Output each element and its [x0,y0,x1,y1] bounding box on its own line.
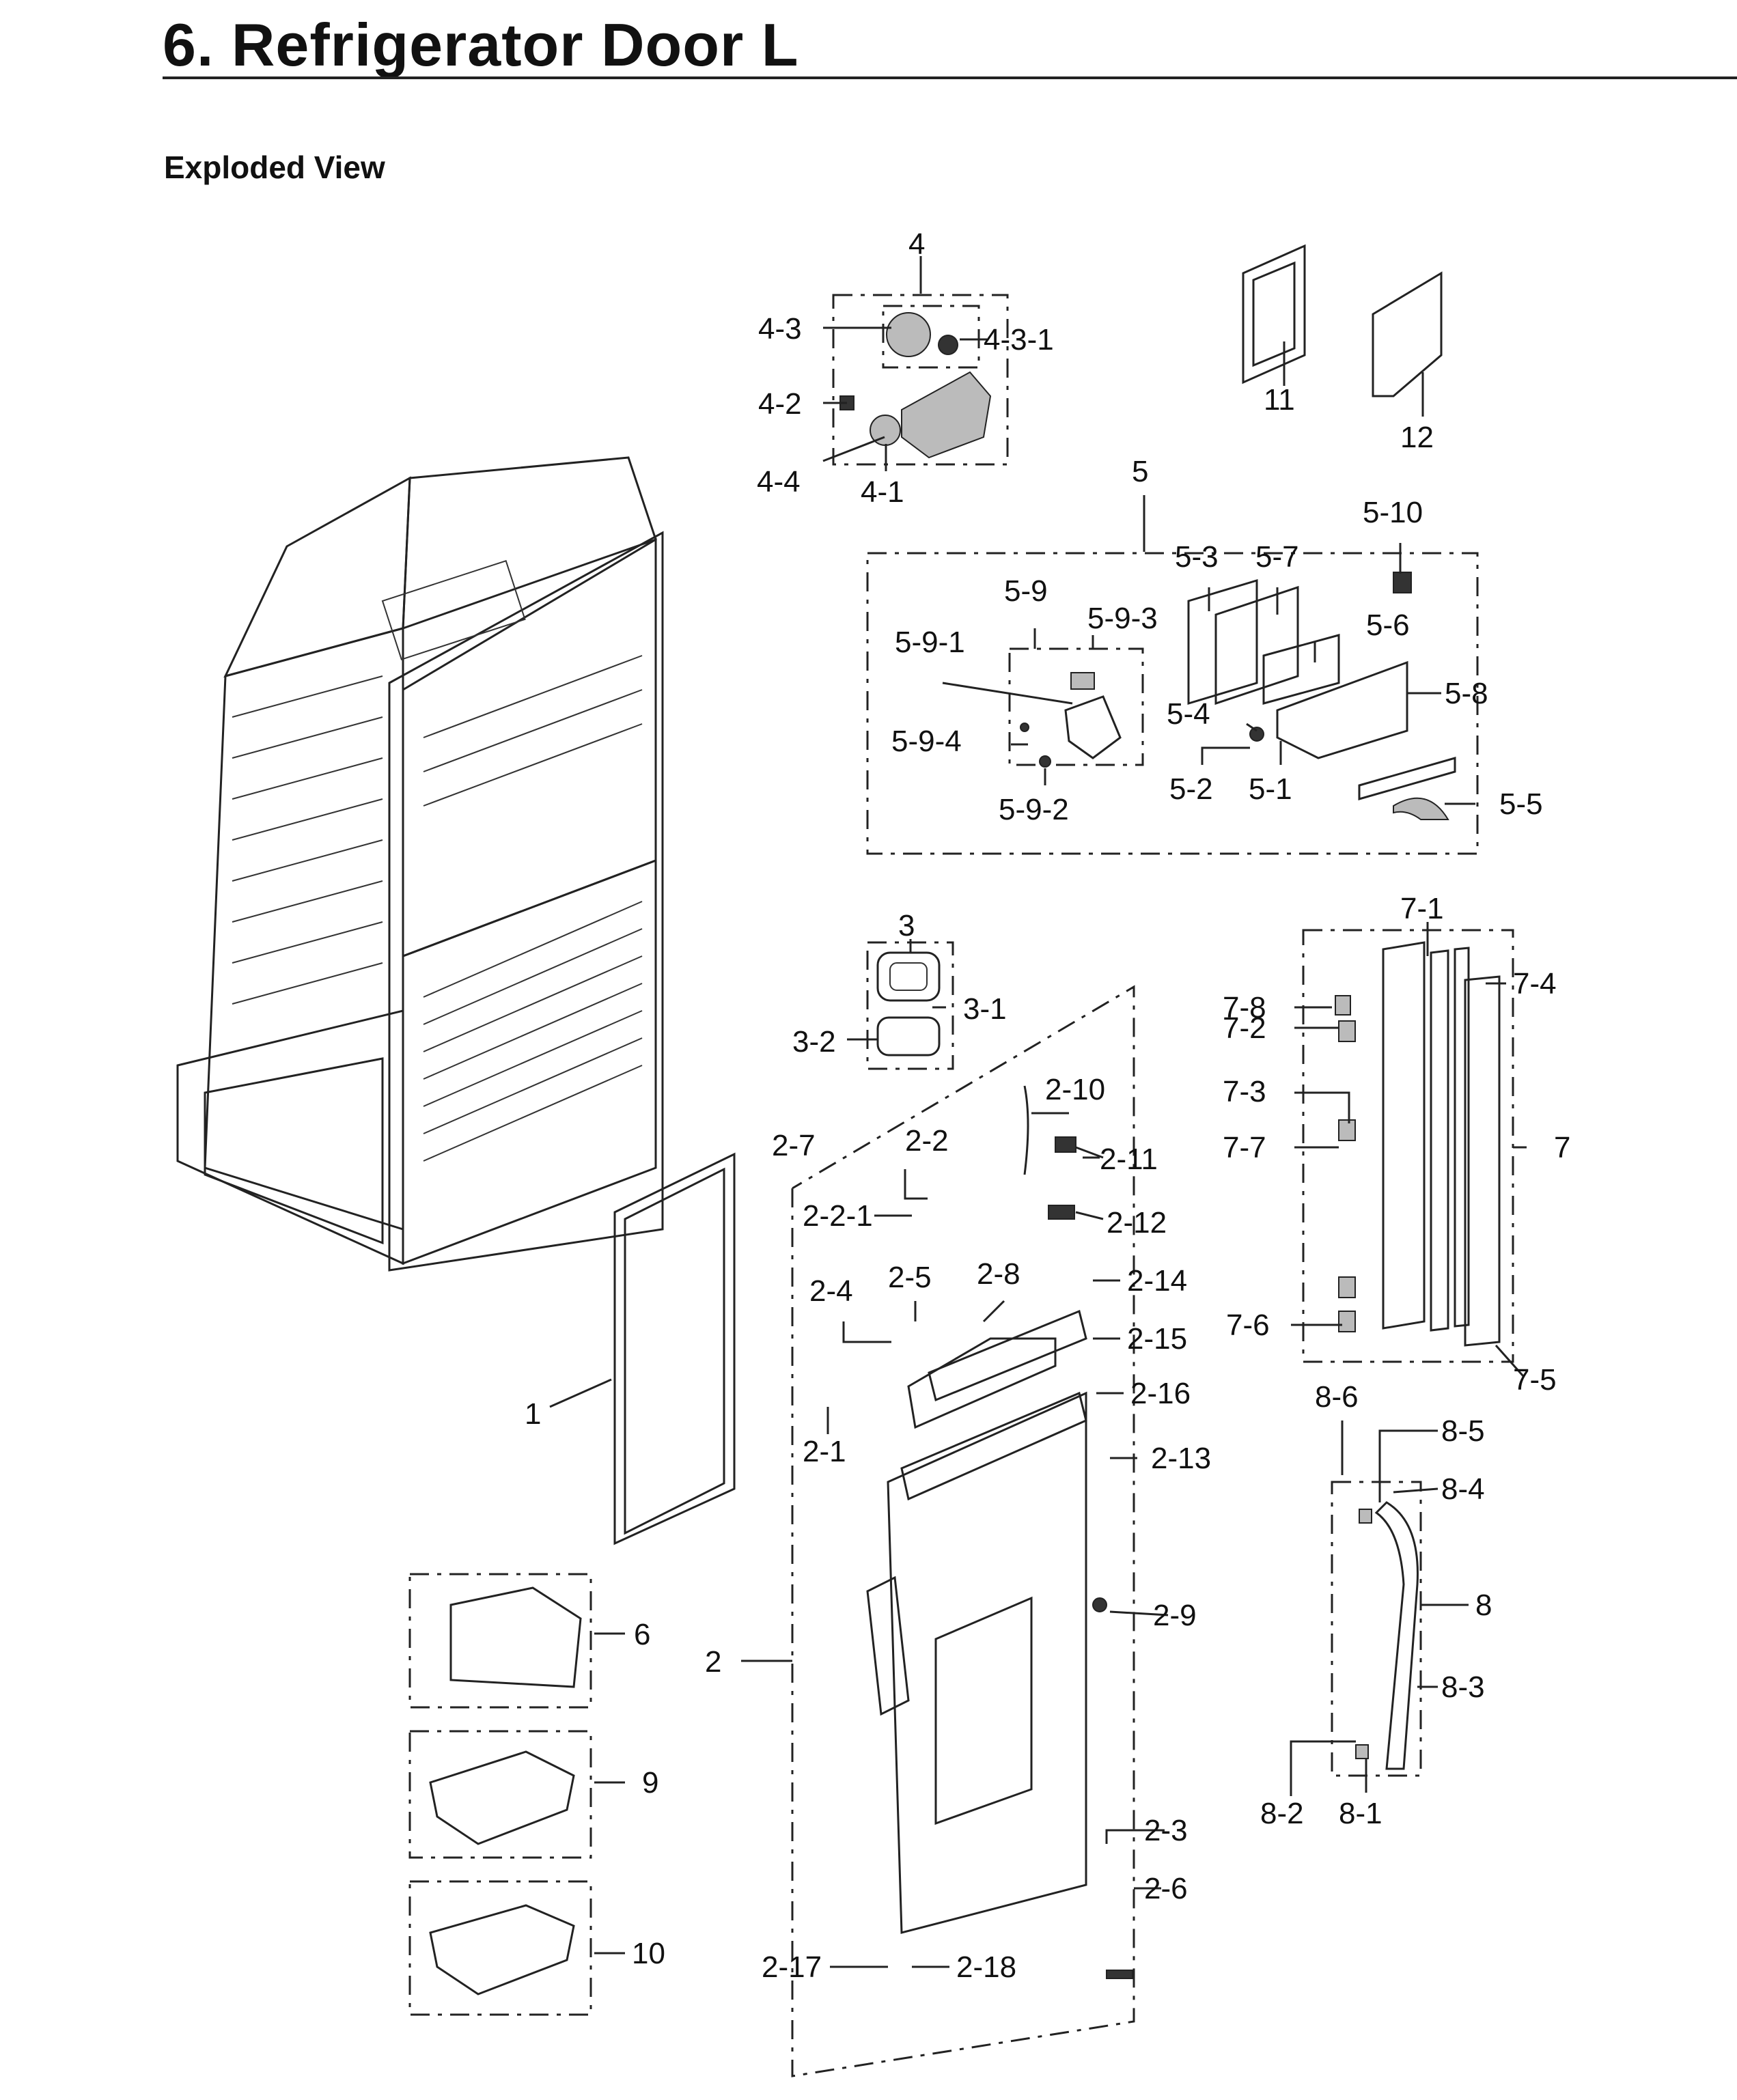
callout-5-9-4: 5-9-4 [891,725,962,758]
callout-5-9-2: 5-9-2 [999,793,1069,826]
callout-2-9: 2-9 [1153,1599,1197,1632]
callout-2-12: 2-12 [1107,1206,1167,1240]
callout-2: 2 [705,1645,721,1679]
callout-8-5: 8-5 [1441,1414,1485,1448]
callout-11: 11 [1264,383,1295,417]
callout-2-11: 2-11 [1100,1143,1158,1176]
callout-4-1: 4-1 [861,475,904,509]
callout-10: 10 [632,1937,665,1970]
callout-5-3: 5-3 [1175,540,1219,574]
part-9-bracket [408,1730,592,1859]
callout-1: 1 [525,1397,541,1431]
callout-2-2: 2-2 [905,1124,949,1158]
callout-3-1: 3-1 [963,992,1007,1026]
callout-8-4: 8-4 [1441,1472,1485,1506]
callout-2-18: 2-18 [956,1950,1016,1984]
callout-2-15: 2-15 [1127,1322,1187,1356]
part-10-bracket [408,1880,592,2016]
part-8-assembly [1331,1481,1422,1777]
callout-7-4: 7-4 [1513,967,1557,1000]
callout-9: 9 [642,1766,658,1800]
callout-8-3: 8-3 [1441,1670,1485,1704]
callout-4-2: 4-2 [758,387,802,421]
callout-2-7: 2-7 [772,1129,816,1162]
callout-2-13: 2-13 [1151,1442,1211,1475]
callout-5-9-1: 5-9-1 [895,626,965,659]
callout-7-1: 7-1 [1400,892,1444,925]
callout-2-5: 2-5 [888,1261,932,1294]
refrigerator-cabinet [176,456,664,1272]
callout-5-5: 5-5 [1499,787,1543,821]
callout-5-6: 5-6 [1366,608,1410,642]
callout-6: 6 [634,1618,650,1651]
callout-5-8: 5-8 [1445,677,1488,710]
part-2-door-assembly [791,985,1135,2077]
callout-3: 3 [898,909,915,942]
callout-5-4: 5-4 [1167,697,1210,731]
section-label: Exploded View [164,150,385,185]
part-12-cover [1372,271,1443,397]
leader-lines [549,256,1527,1968]
callout-2-14: 2-14 [1127,1264,1187,1298]
part-3-assembly [866,941,954,1070]
callout-2-4: 2-4 [809,1274,853,1308]
callout-5-7: 5-7 [1255,540,1299,574]
callout-7-3: 7-3 [1223,1075,1266,1108]
callout-2-17: 2-17 [762,1950,822,1984]
part-11-panel [1242,244,1306,384]
page-title: 6. Refrigerator Door L [163,11,799,79]
callout-7-7: 7-7 [1223,1131,1266,1164]
callout-7-8: 7-8 [1223,991,1266,1024]
callout-4-4: 4-4 [757,465,801,499]
callout-2-10: 2-10 [1045,1073,1105,1106]
callout-7-2: 7-2 [1223,1011,1266,1045]
callout-3-2: 3-2 [792,1025,836,1059]
callout-12: 12 [1400,421,1434,454]
callout-5-1: 5-1 [1249,772,1292,806]
callout-5-10: 5-10 [1363,496,1423,529]
callout-8: 8 [1475,1588,1492,1622]
callout-7-6: 7-6 [1226,1308,1270,1342]
callout-2-2-1: 2-2-1 [803,1199,873,1233]
callout-8-2: 8-2 [1260,1797,1304,1830]
part-6-bin [408,1573,592,1709]
callout-4-3: 4-3 [758,312,802,346]
callout-8-6: 8-6 [1315,1380,1359,1414]
callout-2-6: 2-6 [1144,1872,1188,1905]
callout-4: 4 [908,227,925,261]
callout-2-3: 2-3 [1144,1814,1188,1847]
part-4-assembly [832,294,1009,466]
part-5-assembly [866,552,1479,855]
callout-5-9-3: 5-9-3 [1087,602,1158,635]
callout-4-3-1: 4-3-1 [984,323,1054,356]
part-1-gasket [613,1152,736,1545]
callout-2-16: 2-16 [1130,1377,1191,1410]
callout-2-1: 2-1 [803,1435,846,1468]
part-7-assembly [1302,929,1514,1363]
callout-8-1: 8-1 [1339,1797,1382,1830]
callout-labels: 4 4-3 4-3-1 4-2 4-4 4-1 11 12 5 5-10 5-3… [525,227,1570,1984]
callout-5-9: 5-9 [1004,574,1048,608]
callout-5-2: 5-2 [1169,772,1213,806]
callout-7: 7 [1554,1131,1570,1164]
callout-5: 5 [1132,455,1148,488]
title-rule [163,76,1737,79]
callout-2-8: 2-8 [977,1257,1020,1291]
callout-7-5: 7-5 [1513,1363,1557,1397]
